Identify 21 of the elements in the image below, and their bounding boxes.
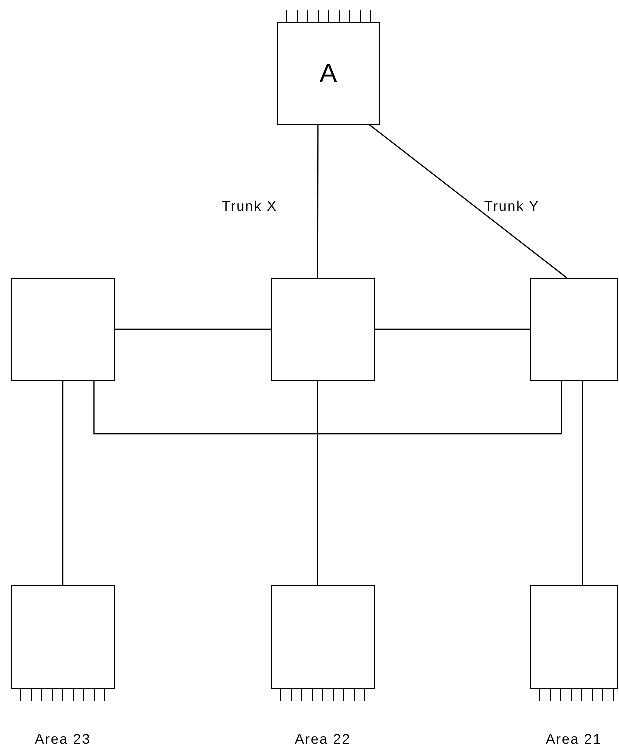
connector-line	[317, 381, 318, 585]
empty-box	[11, 585, 115, 689]
empty-box	[530, 278, 618, 381]
connector-line	[94, 381, 562, 435]
edge-label: Trunk Y	[484, 196, 540, 216]
node-box	[277, 22, 380, 125]
empty-box	[530, 585, 618, 689]
area-label: Area 22	[294, 730, 352, 747]
connector-line	[62, 381, 64, 585]
node-label: A	[320, 57, 338, 90]
empty-box	[271, 278, 375, 381]
empty-box	[271, 585, 375, 689]
connector-line	[115, 328, 271, 330]
area-label: Area 23	[34, 730, 92, 747]
empty-box	[11, 278, 115, 381]
edge-label: Trunk X	[222, 196, 278, 216]
connector-line	[369, 124, 568, 278]
connector-line	[317, 125, 319, 278]
connector-line	[582, 381, 584, 585]
connector-line	[375, 328, 530, 330]
area-label: Area 21	[544, 730, 604, 747]
